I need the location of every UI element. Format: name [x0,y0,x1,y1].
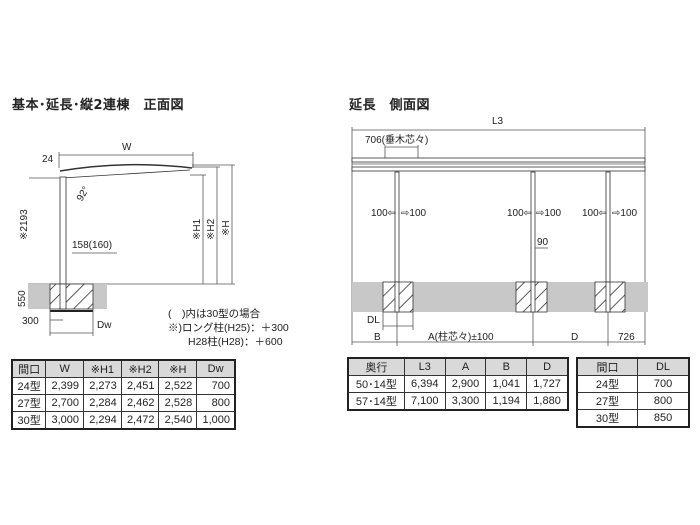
label-p1-right: ⇨100 [401,208,427,219]
label-p2-left: 100⇦ [507,208,532,219]
label-726: 726 [618,332,635,343]
label-W: W [122,142,132,153]
front-view-drawing [28,152,235,336]
label-B: B [374,332,381,343]
label-H1: ※H1 [192,218,203,240]
label-D: D [571,332,578,343]
note-30: ( )内は30型の場合 [168,308,261,320]
label-H: ※H [221,220,232,236]
label-p1-left: 100⇦ [371,208,396,219]
front-view-title: 基本･延長･縦2連棟 正面図 [12,98,185,113]
label-A: A(柱芯々)±100 [428,330,494,343]
label-p3-left: 100⇦ [582,208,607,219]
label-p2-right: ⇨100 [536,208,562,219]
label-90: 90 [537,237,549,248]
side-view-title: 延長 側面図 [349,98,431,113]
note-long-post: ※)ロング柱(H25)：＋300 [168,322,289,334]
label-550: 550 [17,290,28,307]
label-24: 24 [42,154,54,165]
label-rafter: 706(垂木芯々) [365,133,428,146]
label-p3-right: ⇨100 [612,208,638,219]
label-DL: DL [367,315,380,326]
side-view-drawing [351,127,648,346]
label-post: 158(160) [72,240,112,251]
note-h28: H28柱(H28)：＋600 [188,336,283,348]
label-Dw: Dw [97,320,112,331]
label-H2: ※H2 [206,218,217,240]
label-L3: L3 [492,116,504,127]
label-angle: 92° [75,185,92,204]
label-300: 300 [22,316,39,327]
label-2193: ※2193 [19,209,30,240]
